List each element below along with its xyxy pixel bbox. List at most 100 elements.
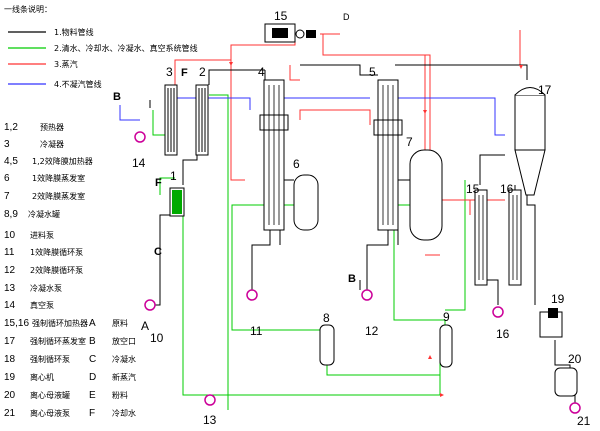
label-b2: B: [348, 273, 356, 285]
eq-label-4-5: 1,2效降膜加热器: [32, 156, 93, 166]
water-pipe-preheater1-to-pump13: [182, 190, 210, 396]
label-7: 7: [406, 135, 413, 149]
preheater-2: 2: [195, 65, 209, 156]
evaporation-chamber-7: 7: [406, 135, 443, 241]
circulation-pump-12: 12 B: [348, 273, 379, 338]
eq-id-6: 6: [4, 173, 10, 184]
label-9: 9: [443, 310, 450, 324]
eq-id-8-9: 8,9: [4, 209, 18, 220]
label-21: 21: [577, 414, 591, 428]
eq-label-8-9: 冷凝水罐: [28, 209, 60, 219]
material-pipe-to-17: [395, 64, 528, 80]
eq-id-19: 19: [4, 372, 16, 383]
steam-pipe-evap4-top: [289, 65, 300, 81]
heater-5-jacket: [373, 119, 403, 136]
flow-arrows: [229, 62, 523, 397]
material-pipe-evap5-bottom: [366, 230, 389, 290]
stream-id-f: F: [89, 408, 95, 419]
label-f-bottom: F: [155, 177, 162, 189]
material-pipe-evap7-return: [397, 179, 410, 245]
water-pipe-heater2-side: [209, 94, 229, 410]
nc-pipe-preheater-top: [174, 90, 251, 110]
eq-label-7: 2效降膜蒸发室: [32, 191, 85, 201]
legend-label-steam: 3.蒸汽: [54, 59, 78, 69]
evaporation-chamber-6: 6: [293, 157, 319, 231]
condensate-pump-13: 13: [203, 394, 217, 427]
label-17: 17: [538, 83, 552, 97]
eq-label-1-2: 预热器: [40, 122, 64, 132]
eq-label-17: 强制循环蒸发室: [30, 336, 86, 346]
boiler-fan: [295, 29, 305, 39]
label-20: 20: [568, 352, 582, 366]
nc-pipe-to-heater15: [395, 97, 505, 136]
mother-liquor-pump-21: 21: [569, 402, 591, 428]
water-piping: [152, 94, 466, 410]
falling-film-heater-5: 5: [369, 65, 403, 231]
mother-liquor-tank-20: 20: [554, 352, 582, 397]
steam-pipe-vertical: [230, 60, 245, 181]
eq-label-12: 2效降膜循环泵: [30, 265, 83, 275]
material-pipe-feed-to-preheater1: [150, 214, 175, 306]
eq-label-10: 进料泵: [30, 230, 54, 240]
label-5: 5: [369, 65, 376, 79]
eq-id-17: 17: [4, 336, 16, 347]
eq-label-6: 1效降膜蒸发室: [32, 173, 85, 183]
forced-circulation-heater-15: 15: [466, 182, 488, 286]
label-18: 16: [496, 327, 510, 341]
label-1: 1: [170, 169, 177, 183]
eq-id-10: 10: [4, 230, 16, 241]
label-c: C: [154, 246, 162, 258]
condenser-3: 3 F F B C: [113, 65, 188, 258]
forced-circulation-pump-18: 16: [492, 306, 510, 341]
boiler-valve: [306, 30, 316, 38]
eq-id-3: 3: [4, 139, 10, 150]
label-f-top: F: [181, 67, 188, 79]
material-pipe-preheater1-to-2: [182, 90, 198, 185]
heater-16-body: [508, 189, 522, 286]
stream-label-c: 冷凝水: [112, 354, 136, 364]
eq-id-7: 7: [4, 191, 10, 202]
steam-pipe-to-evap7: [322, 34, 431, 150]
eq-label-3: 冷凝器: [40, 139, 64, 149]
steam-piping: [174, 30, 521, 256]
legend-title: 一线条说明：: [4, 4, 52, 14]
material-pipe-evap4-inlet: [264, 70, 270, 81]
water-pipe-heater15-condensate: [445, 180, 466, 311]
material-pipe-evap4-bottom: [251, 230, 271, 290]
centrifuge-19-motor: [548, 308, 558, 318]
label-11: 11: [250, 324, 263, 338]
label-13: 13: [203, 413, 217, 427]
stream-label-e: 粉料: [112, 390, 128, 400]
eq-label-21: 离心母液泵: [30, 408, 70, 418]
eq-label-15-16: 强制循环加热器: [32, 318, 88, 328]
label-14: 14: [132, 156, 146, 170]
label-6: 6: [293, 157, 300, 171]
water-pipe-vacuum14: [152, 110, 170, 136]
eq-label-18: 强制循环泵: [30, 354, 70, 364]
legend-label-water: 2.清水、冷却水、冷凝水、真空系统管线: [54, 43, 198, 53]
eq-id-4-5: 4,5: [4, 156, 18, 167]
stream-id-c: C: [89, 354, 96, 365]
label-19: 19: [551, 292, 565, 306]
equipment-legend: 1,2 预热器 3 冷凝器 4,5 1,2效降膜加热器 6 1效降膜蒸发室 7 …: [4, 122, 93, 419]
material-pipe-evap4-to-evap5: [300, 64, 378, 76]
material-pipe-preheater2-to-evap4: [208, 69, 265, 85]
stream-id-a: A: [89, 318, 96, 329]
stream-label-d: 新蒸汽: [112, 372, 136, 382]
heater-15-body: [474, 189, 488, 286]
eq-label-13: 冷凝水泵: [30, 283, 62, 293]
legend-label-material: 1.物料管线: [54, 27, 94, 37]
label-15-top: 15: [274, 9, 288, 23]
stream-label-a: 原料: [112, 318, 128, 328]
heater-4-jacket: [259, 114, 289, 131]
centrifuge-19: 19: [539, 292, 565, 338]
vacuum-pump-14-symbol: [134, 131, 146, 143]
noncondensable-piping: [119, 90, 505, 136]
label-2: 2: [199, 65, 206, 79]
label-b: B: [113, 91, 121, 103]
condensate-tank-8: 8: [319, 311, 335, 366]
eq-id-20: 20: [4, 390, 16, 401]
steam-pipe-to-heater15: [424, 55, 471, 215]
boiler-motor: [272, 28, 288, 38]
label-15-heater: 15: [466, 182, 480, 196]
